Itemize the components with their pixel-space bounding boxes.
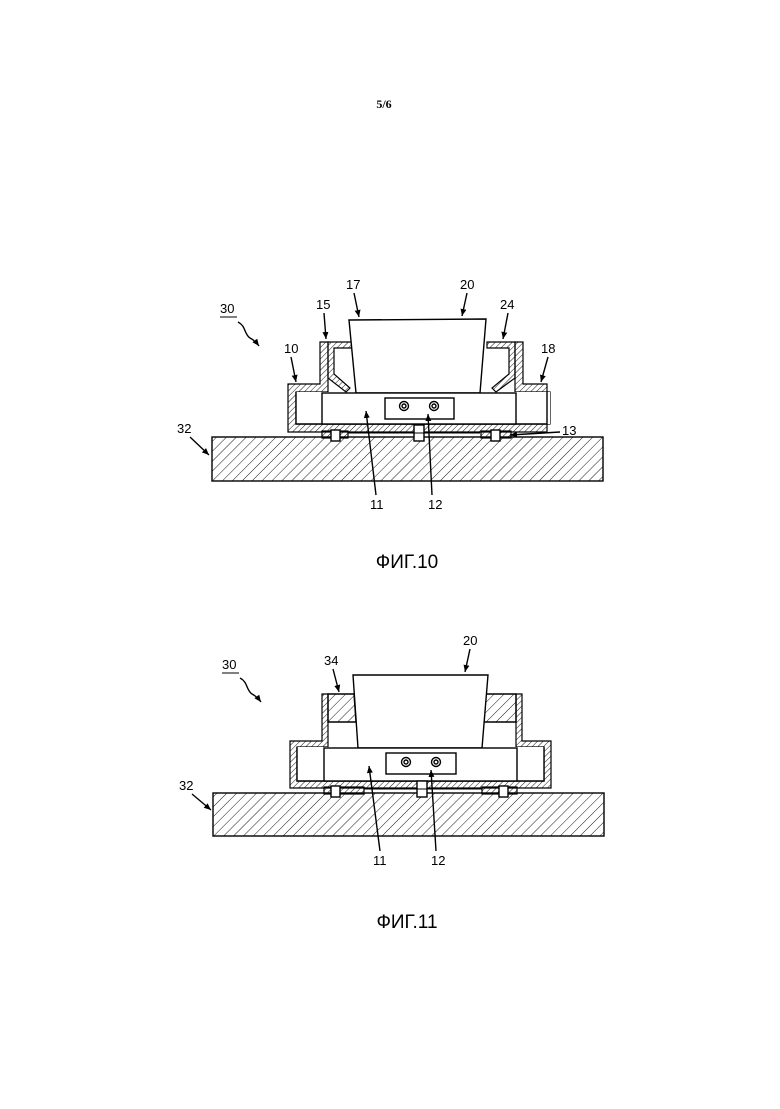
label-flange: 15: [316, 297, 330, 312]
top-body: [349, 319, 486, 393]
base-slab: [212, 437, 603, 481]
label-plate: 11: [373, 853, 387, 868]
screw-box: [385, 398, 454, 419]
figure-11: 30 34 20 32 11 12 ФИГ.11: [179, 633, 604, 933]
page-number: 5/6: [376, 97, 391, 111]
base-slab: [213, 793, 604, 836]
right-flange: [487, 342, 515, 392]
top-body: [353, 675, 488, 748]
label-base: 32: [179, 778, 193, 793]
left-flange: [328, 342, 352, 392]
label-frame-right: 18: [541, 341, 555, 356]
screw-box: [386, 753, 456, 774]
label-top: 20: [460, 277, 474, 292]
figure-10: 30 32 10 15 17 20 24 18 13 11 12: [177, 277, 603, 573]
label-assembly: 30: [222, 657, 236, 672]
label-flange-right: 24: [500, 297, 514, 312]
label-frame-left: 10: [284, 341, 298, 356]
label-body: 17: [346, 277, 360, 292]
insert-left: [328, 694, 356, 722]
label-clip: 13: [562, 423, 576, 438]
label-top: 20: [463, 633, 477, 648]
figure-10-caption: ФИГ.10: [376, 552, 438, 573]
figure-11-caption: ФИГ.11: [376, 912, 437, 933]
label-assembly: 30: [220, 301, 234, 316]
label-insert: 34: [324, 653, 338, 668]
label-screws: 12: [428, 497, 442, 512]
label-screws: 12: [431, 853, 445, 868]
label-plate: 11: [370, 497, 384, 512]
insert-right: [484, 694, 516, 722]
label-base: 32: [177, 421, 191, 436]
